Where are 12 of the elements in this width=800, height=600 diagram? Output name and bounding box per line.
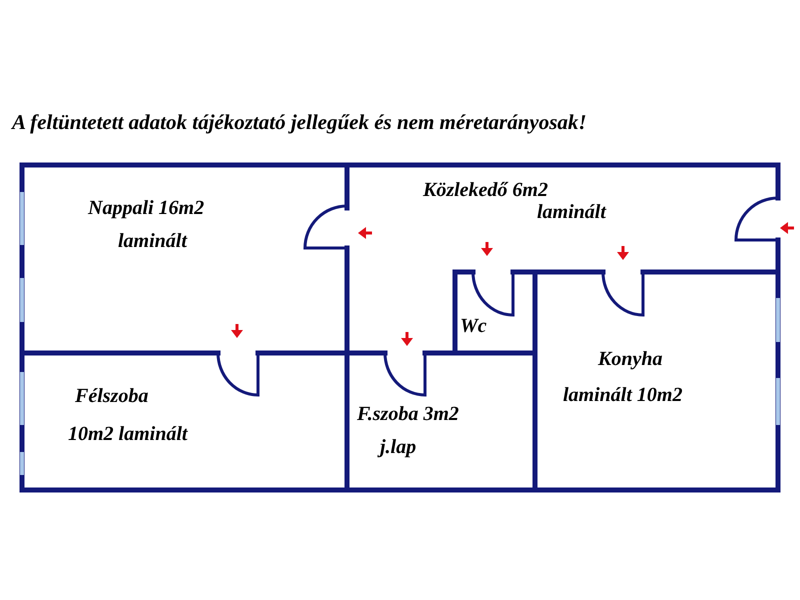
plan-title: A feltüntetett adatok tájékoztató jellegűek és nem méretarányosak!	[12, 110, 587, 135]
room-label: laminált	[537, 201, 606, 224]
room-label: Félszoba	[75, 385, 148, 408]
room-label: laminált 10m2	[563, 384, 682, 407]
room-label: Közlekedő 6m2	[423, 179, 548, 202]
room-label: 10m2 laminált	[68, 423, 188, 446]
room-label: j.lap	[380, 436, 416, 459]
room-label: Konyha	[598, 348, 662, 371]
room-label: Nappali 16m2	[88, 197, 204, 220]
room-label: Wc	[460, 315, 487, 338]
room-label: F.szoba 3m2	[357, 403, 459, 426]
room-label: laminált	[118, 230, 187, 253]
